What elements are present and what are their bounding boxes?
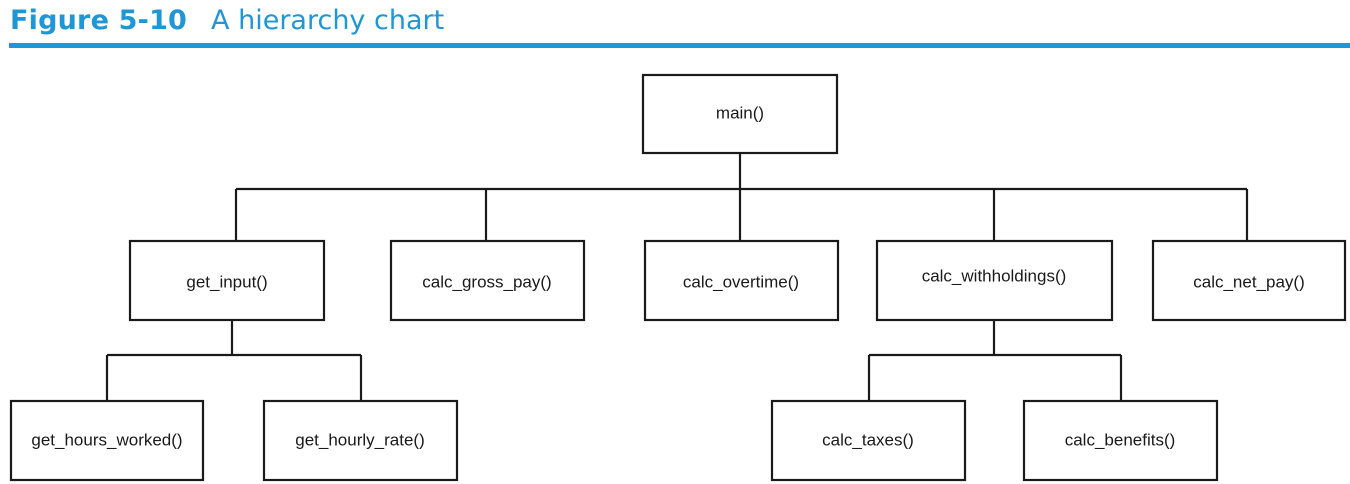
node-label: calc_taxes() — [822, 430, 914, 449]
node-label: get_hours_worked() — [31, 430, 182, 449]
node-label: calc_benefits() — [1065, 430, 1176, 449]
node-label: calc_gross_pay() — [422, 272, 551, 291]
node-calc-overtime: calc_overtime() — [643, 239, 840, 322]
node-main: main() — [641, 73, 839, 155]
node-calc-net-pay: calc_net_pay() — [1151, 239, 1347, 322]
figure-label: Figure 5-10 — [10, 4, 188, 36]
figure-caption: A hierarchy chart — [211, 4, 445, 36]
node-get-hours-worked: get_hours_worked() — [9, 399, 205, 482]
node-label: main() — [716, 103, 764, 122]
node-label: get_hourly_rate() — [295, 430, 424, 449]
node-label: get_input() — [186, 272, 267, 291]
figure-header: Figure 5-10 A hierarchy chart — [10, 0, 444, 40]
node-label: calc_overtime() — [683, 272, 799, 291]
node-calc-gross-pay: calc_gross_pay() — [389, 239, 586, 322]
connectors — [105, 153, 1249, 401]
node-calc-benefits: calc_benefits() — [1022, 399, 1219, 482]
node-calc-taxes: calc_taxes() — [770, 399, 967, 482]
node-label: calc_net_pay() — [1193, 272, 1305, 291]
node-label: calc_withholdings() — [922, 266, 1067, 285]
node-calc-withholdings: calc_withholdings() — [875, 239, 1114, 322]
node-get-input: get_input() — [128, 239, 326, 322]
header-rule — [9, 43, 1350, 48]
node-get-hourly-rate: get_hourly_rate() — [262, 399, 459, 482]
